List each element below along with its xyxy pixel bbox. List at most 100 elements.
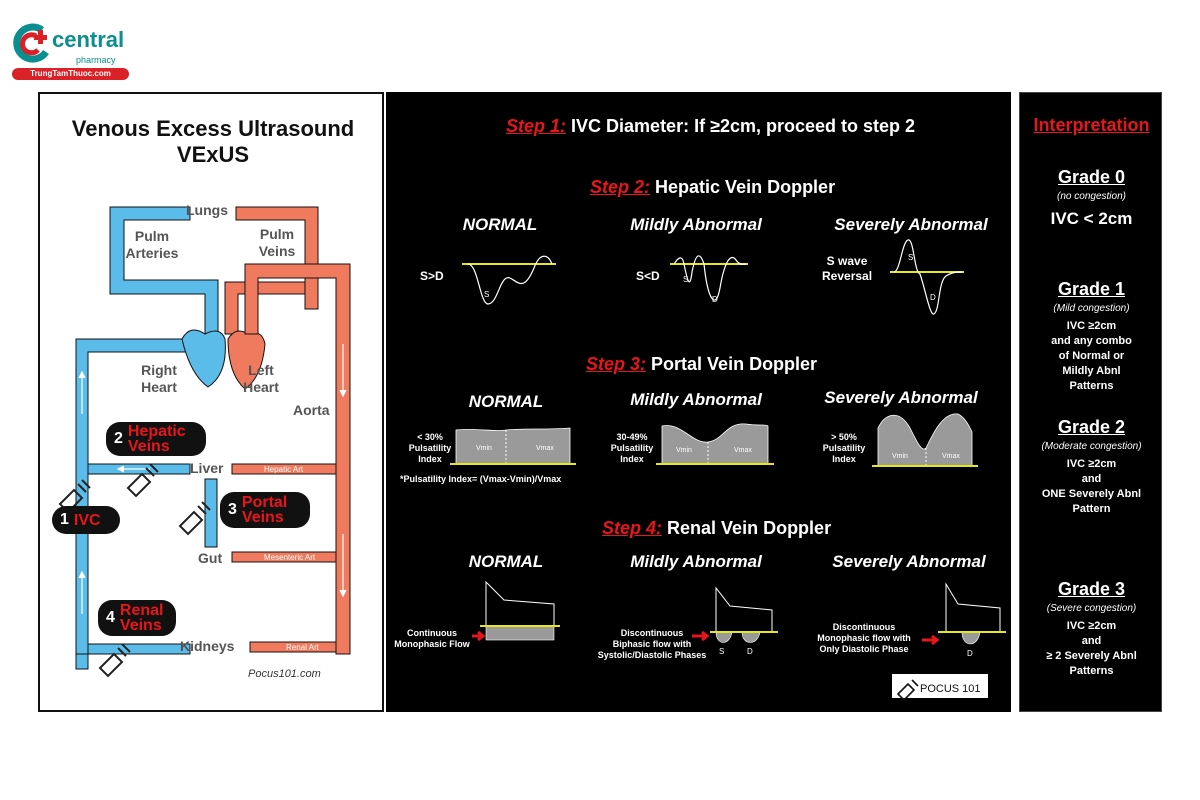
- renal-severe-label-1: Discontinuous: [832, 622, 896, 632]
- grade0-sub: (no congestion): [1057, 191, 1126, 202]
- grade2-line-3: ONE Severely Abnl: [1041, 488, 1142, 500]
- renal-normal-label: Continuous Monophasic Flow: [392, 628, 472, 650]
- hep-normal-label: S>D: [420, 269, 444, 283]
- ultrasound-probe-icon: [896, 679, 919, 702]
- hep-severe-s: S: [908, 253, 913, 262]
- arrow-right-icon: [692, 630, 710, 642]
- renal-severe-waveform: [922, 582, 1006, 646]
- portal-mild-label-3: Index: [620, 454, 644, 464]
- grade3-line-3: ≥ 2 Severely Abnl: [1046, 650, 1137, 662]
- label-pulm-veins-1: Pulm: [259, 226, 295, 242]
- portal-mild-waveform: [656, 423, 774, 465]
- left-heart-shape: [227, 330, 266, 390]
- label-left-heart-1: Left: [248, 362, 274, 378]
- portal-severe-vmin: Vmin: [892, 453, 908, 460]
- portal-mild-head: Mildly Abnormal: [630, 390, 762, 409]
- diagram-title: Venous Excess Ultrasound VExUS: [40, 116, 386, 168]
- hep-mild-head: Mildly Abnormal: [630, 215, 762, 234]
- grade0-body: IVC < 2cm: [1050, 209, 1133, 228]
- circulation-svg: [58, 206, 351, 678]
- renal-mild-label-3: Systolic/Diastolic Phases: [597, 650, 707, 660]
- hep-severe-label-1: S wave: [826, 254, 868, 268]
- badge-renal-2: Veins: [119, 617, 162, 634]
- label-mesenteric-art: Mesenteric Art: [264, 553, 316, 562]
- step4-label: Step 4:: [602, 518, 663, 538]
- renal-mild-label-1: Discontinuous: [620, 628, 684, 638]
- flow-arrow-icon: [78, 370, 86, 414]
- portal-mild-label-2: Pulsatility: [610, 443, 654, 453]
- badge-portal-2: Veins: [241, 509, 284, 526]
- renal-vein-vessel: [87, 643, 191, 655]
- step4-heading: Step 4: Renal Vein Doppler: [602, 518, 831, 539]
- flow-arrow-icon: [136, 224, 144, 268]
- pocus-logo-text: POCUS 101: [920, 683, 981, 695]
- grade3-line-4: Patterns: [1069, 665, 1114, 677]
- badge-hepatic-num: 2: [114, 430, 123, 447]
- step1-text: IVC Diameter: If ≥2cm, proceed to step 2: [571, 116, 916, 136]
- renal-severe-d: D: [967, 649, 973, 658]
- renal-severe-label: Discontinuous Monophasic flow with Only …: [804, 622, 924, 655]
- renal-mild-s: S: [719, 647, 724, 656]
- hep-severe-head: Severely Abnormal: [834, 215, 988, 234]
- grade1-line-1: IVC ≥2cm: [1066, 320, 1117, 332]
- flow-arrow-icon: [339, 344, 347, 398]
- portal-vein-vessel: [204, 478, 218, 548]
- ultrasound-probe-icon: [178, 501, 211, 536]
- portal-normal-label-2: Pulsatility: [408, 443, 452, 453]
- hep-mild-label: S<D: [636, 269, 660, 283]
- grade3-sub: (Severe congestion): [1046, 603, 1137, 614]
- step4-text: Renal Vein Doppler: [667, 518, 832, 538]
- arrow-right-icon: [922, 634, 940, 646]
- portal-normal-label-1: < 30%: [417, 432, 443, 442]
- label-right-heart-1: Right: [141, 362, 177, 378]
- portal-normal-label: < 30% Pulsatility Index: [400, 432, 460, 465]
- badge-ivc-label: IVC: [73, 511, 101, 529]
- label-pulm-arteries-2: Arteries: [125, 245, 179, 261]
- logo-site: TrungTamThuoc.com: [12, 68, 129, 80]
- aorta-vessel: [244, 263, 351, 655]
- ultrasound-probe-icon: [98, 643, 131, 678]
- hep-severe-d: D: [930, 293, 936, 302]
- pocus-logo-bg: [892, 674, 988, 698]
- label-kidneys: Kidneys: [180, 638, 235, 654]
- hep-normal-s: S: [484, 290, 489, 299]
- waveforms-svg: S S D S D Vmin Vmax Vmin Vmax: [450, 239, 1006, 702]
- step1-label: Step 1:: [506, 116, 567, 136]
- badge-ivc-num: 1: [60, 511, 69, 528]
- portal-severe-vmax: Vmax: [942, 453, 960, 460]
- arrow-right-icon: [472, 630, 486, 642]
- grade1-sub: (Mild congestion): [1053, 303, 1130, 314]
- logo-brand: central: [52, 27, 125, 52]
- badge-hepatic-2: Veins: [127, 438, 170, 455]
- label-right-heart: Right Heart: [136, 362, 182, 396]
- hep-mild-d: D: [712, 295, 718, 304]
- portal-normal-vmax: Vmax: [536, 445, 554, 452]
- right-heart-shape: [181, 329, 226, 388]
- grade3-title: Grade 3: [1057, 579, 1126, 599]
- label-hepatic-art: Hepatic Art: [264, 465, 304, 474]
- logo-mark-icon: [13, 23, 49, 63]
- badge-portal-num: 3: [228, 501, 237, 518]
- grade2-line-4: Pattern: [1072, 503, 1111, 515]
- renal-severe-head: Severely Abnormal: [832, 552, 986, 571]
- portal-normal-head: NORMAL: [468, 392, 544, 411]
- badge-ivc: 1 IVC: [52, 506, 120, 534]
- label-pulm-veins: Pulm Veins: [252, 226, 302, 260]
- ivc-lower-vessel: [75, 653, 89, 670]
- label-aorta: Aorta: [293, 402, 330, 418]
- renal-severe-label-3: Only Diastolic Phase: [819, 644, 909, 654]
- badge-renal-1: Renal: [119, 602, 164, 619]
- grade1-line-4: Mildly Abnl: [1062, 365, 1121, 377]
- grade3-body: IVC ≥2cm and ≥ 2 Severely Abnl Patterns: [1020, 619, 1163, 679]
- grade0-title: Grade 0: [1057, 167, 1126, 187]
- hep-severe-label: S wave Reversal: [822, 254, 872, 284]
- badge-portal-1: Portal: [241, 494, 288, 511]
- portal-severe-label-2: Pulsatility: [822, 443, 866, 453]
- renal-mild-label: Discontinuous Biphasic flow with Systoli…: [582, 628, 722, 661]
- portal-severe-head: Severely Abnormal: [824, 388, 978, 407]
- grade2-body: IVC ≥2cm and ONE Severely Abnl Pattern: [1020, 457, 1163, 517]
- hep-mild-waveform: [670, 255, 748, 301]
- doppler-steps-panel: Step 1: IVC Diameter: If ≥2cm, proceed t…: [386, 92, 1011, 712]
- hep-normal-waveform: [462, 255, 556, 305]
